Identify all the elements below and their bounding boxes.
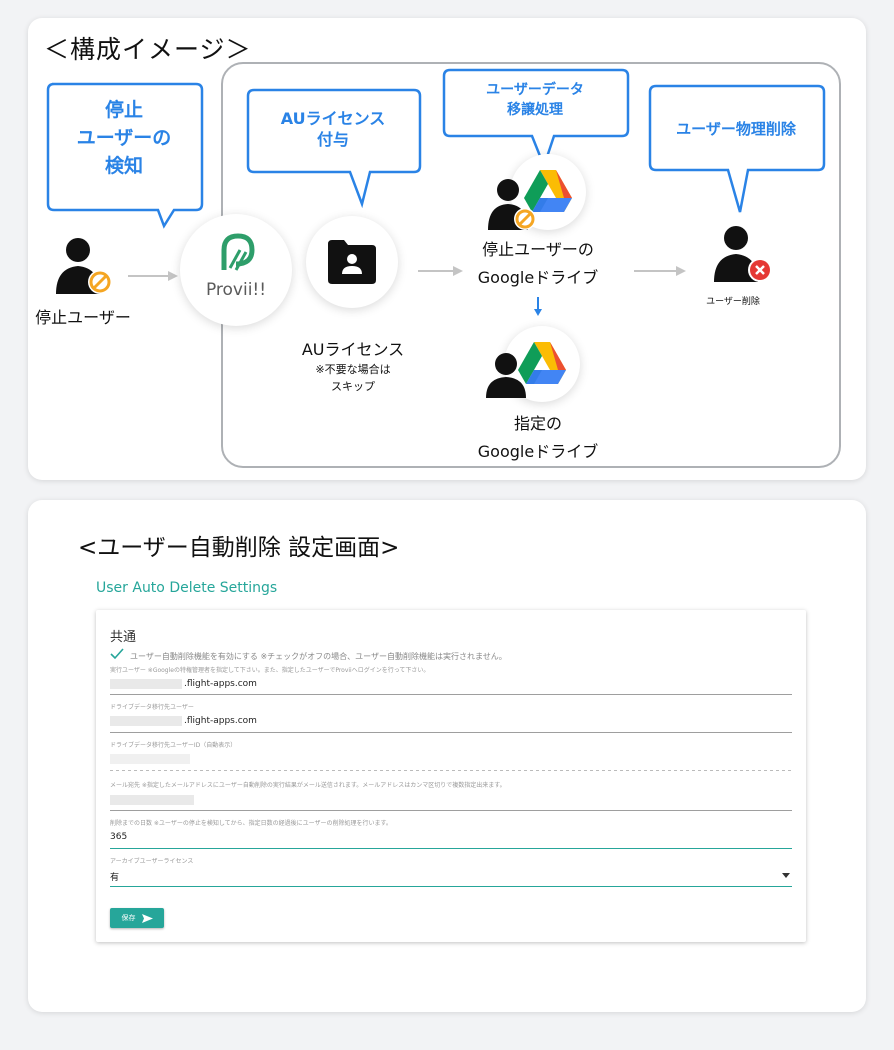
redacted-user-id (110, 754, 190, 764)
contact-folder-icon (328, 240, 376, 284)
target-drive-label-1: 指定の (513, 414, 562, 433)
suspended-owner-icon (488, 179, 536, 230)
app-title: User Auto Delete Settings (96, 580, 278, 596)
save-button-label: 保存 (121, 914, 136, 922)
mail-label: メール宛先 ※指定したメールアドレスにユーザー自動削除の実行結果がメール送信され… (110, 782, 506, 789)
au-license-bubble: AUライセンス 付与 (246, 88, 426, 208)
exec-user-value: .flight-apps.com (184, 679, 257, 689)
diagram-title: ＜構成イメージ＞ (44, 35, 252, 64)
suspended-user-label: 停止ユーザー (35, 308, 131, 327)
target-drive-label-2: Googleドライブ (477, 442, 599, 461)
au-license-label: AUライセンス (301, 340, 405, 359)
user-delete-label: ユーザー削除 (706, 297, 760, 307)
flow-arrows (128, 266, 686, 316)
transfer-id-input-underline (110, 770, 792, 771)
days-label: 削除までの日数 ※ユーザーの停止を検知してから、指定日数の経過後にユーザーの削除… (110, 820, 392, 827)
redacted-email-prefix (110, 716, 182, 726)
transfer-user-value: .flight-apps.com (184, 716, 257, 726)
au-license-circle (306, 216, 398, 308)
transfer-user-label: ドライブデータ移行先ユーザー (110, 704, 194, 711)
au-note-1: ※不要な場合は (315, 363, 391, 376)
transfer-bubble: ユーザーデータ 移譲処理 (442, 68, 632, 178)
provii-logo: Provii!! (180, 214, 292, 326)
exec-user-help: 実行ユーザー ※Googleの特権管理者を指定して下さい。また、指定したユーザー… (110, 667, 430, 674)
google-drive-icon (524, 170, 572, 212)
redacted-email-prefix (110, 679, 182, 689)
provii-mark-icon (221, 233, 255, 271)
send-icon (141, 913, 153, 923)
au-note-2: スキップ (331, 380, 375, 393)
redacted-mail (110, 795, 194, 805)
settings-screen-title: <ユーザー自動削除 設定画面> (78, 535, 400, 561)
enable-checkbox-label: ユーザー自動削除機能を有効にする ※チェックがオフの場合、ユーザー自動削除機能は… (130, 652, 507, 661)
chevron-down-icon[interactable] (782, 873, 790, 879)
save-button[interactable]: 保存 (110, 908, 164, 928)
archive-select-underline[interactable] (110, 886, 792, 887)
days-value[interactable]: 365 (110, 832, 128, 842)
archive-label: アーカイブユーザーライセンス (110, 858, 194, 865)
google-drive-icon (518, 342, 566, 384)
days-input-underline[interactable] (110, 848, 792, 849)
exec-user-input-underline[interactable] (110, 694, 792, 695)
diagram-card: ＜構成イメージ＞ 停止 ユーザーの 検知 AUライセンス 付与 (28, 18, 866, 480)
archive-select-value[interactable]: 有 (110, 873, 120, 883)
deleted-user-icon (714, 226, 772, 282)
mail-input-underline[interactable] (110, 810, 792, 811)
section-title: 共通 (110, 630, 137, 645)
enable-checkbox[interactable] (110, 648, 124, 660)
settings-panel: 共通 ユーザー自動削除機能を有効にする ※チェックがオフの場合、ユーザー自動削除… (96, 610, 806, 942)
suspended-drive-label-1: 停止ユーザーの (482, 240, 594, 259)
delete-bubble: ユーザー物理削除 (648, 84, 828, 216)
suspended-drive-label-2: Googleドライブ (477, 268, 599, 287)
detect-bubble: 停止 ユーザーの 検知 (46, 82, 206, 232)
suspended-user-icon (56, 238, 112, 294)
target-owner-icon (486, 353, 526, 398)
transfer-id-label: ドライブデータ移行先ユーザーID（自動表示） (110, 742, 237, 749)
transfer-user-input-underline[interactable] (110, 732, 792, 733)
settings-card: <ユーザー自動削除 設定画面> User Auto Delete Setting… (28, 500, 866, 1012)
